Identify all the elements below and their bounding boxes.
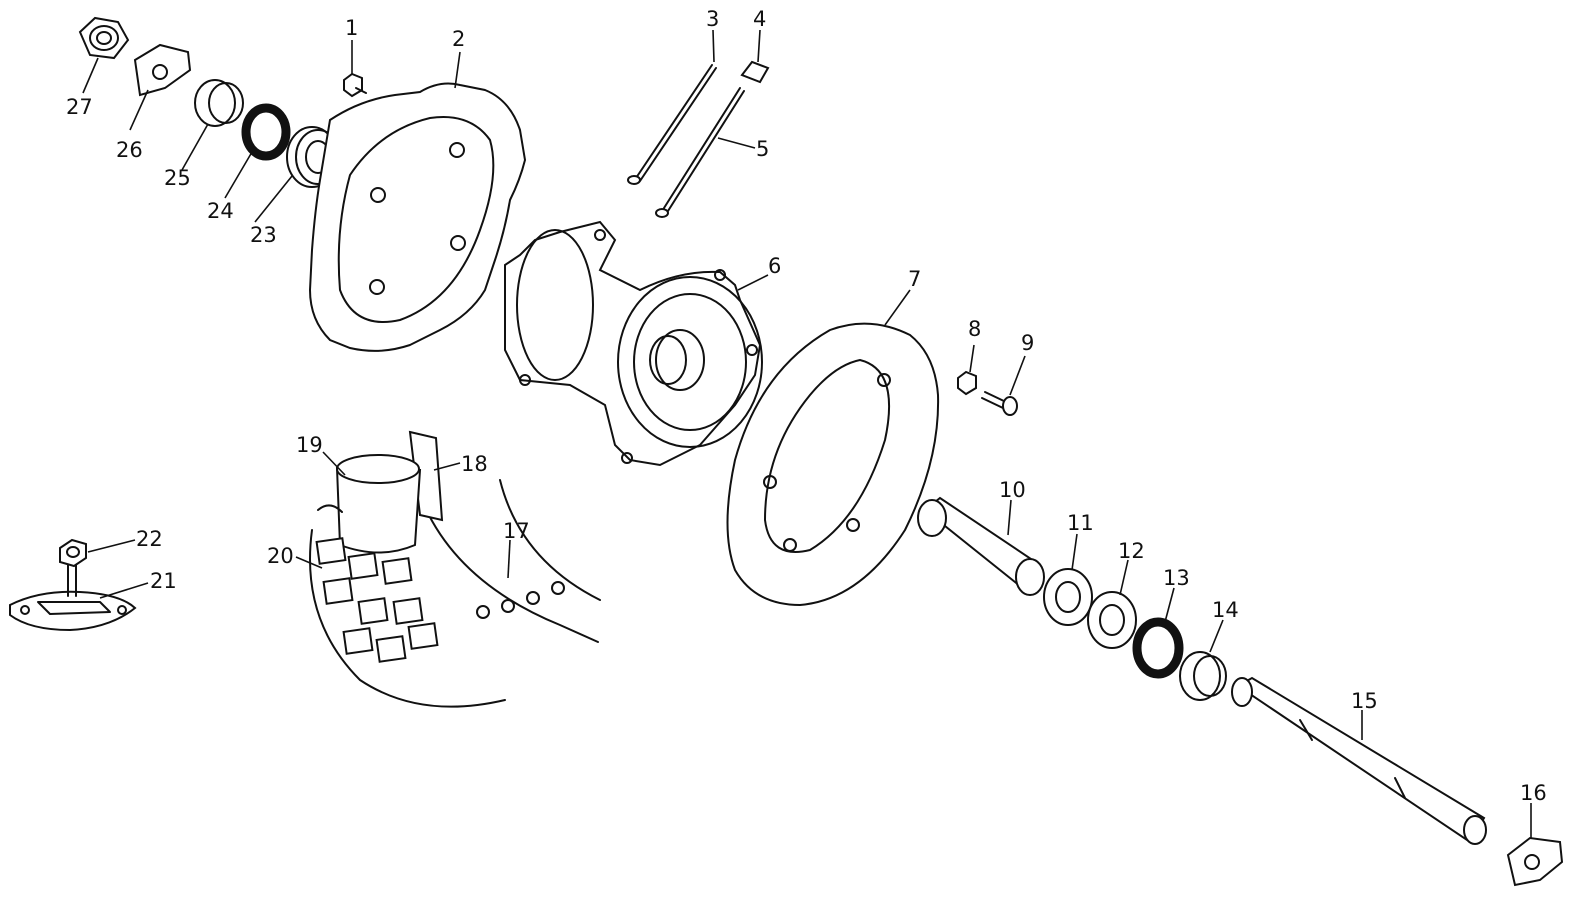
- callout-5: 5: [756, 137, 769, 161]
- callout-6: 6: [768, 254, 781, 278]
- callout-24: 24: [207, 199, 234, 223]
- callout-10: 10: [999, 478, 1026, 502]
- callout-14: 14: [1212, 598, 1239, 622]
- callout-27: 27: [66, 95, 93, 119]
- part-11-bearing: [1043, 568, 1093, 626]
- callout-26: 26: [116, 138, 143, 162]
- part-13-oil-seal: [1132, 617, 1184, 679]
- callout-15: 15: [1351, 689, 1378, 713]
- leader-lines: [82, 29, 1532, 838]
- part-1-bolt: [343, 72, 367, 98]
- part-10-spacer-tube: [917, 496, 1045, 596]
- part-14-spacer: [1179, 651, 1227, 701]
- callout-12: 12: [1118, 539, 1145, 563]
- callout-labels: 1 2 3 4 5 6 7 8 9 10 11 12 13 14 15 16 1…: [66, 7, 1547, 805]
- callout-23: 23: [250, 223, 277, 247]
- callout-21: 21: [150, 569, 177, 593]
- part-3-spoke: [627, 64, 717, 185]
- part-24-oil-seal: [241, 103, 291, 161]
- callout-9: 9: [1021, 331, 1034, 355]
- part-21-rim-lock: [9, 564, 137, 632]
- part-25-spacer: [194, 79, 244, 127]
- callout-25: 25: [164, 166, 191, 190]
- part-15-axle: [1231, 676, 1487, 845]
- part-26-chain-adjuster: [133, 43, 192, 97]
- part-16-chain-adjuster: [1506, 836, 1564, 887]
- callout-2: 2: [452, 27, 465, 51]
- part-9-bolt: [981, 391, 1018, 416]
- callout-7: 7: [908, 267, 921, 291]
- callout-18: 18: [461, 452, 488, 476]
- callout-19: 19: [296, 433, 323, 457]
- callout-8: 8: [968, 317, 981, 341]
- part-5-spoke: [655, 87, 745, 218]
- callout-4: 4: [753, 7, 766, 31]
- part-6-hub: [504, 220, 763, 467]
- part-4-spoke-nipple: [740, 60, 770, 84]
- part-22-nut: [59, 538, 87, 568]
- callout-17: 17: [503, 519, 530, 543]
- part-8-nut: [957, 370, 977, 396]
- part-27-axle-nut: [78, 16, 130, 60]
- callout-16: 16: [1520, 781, 1547, 805]
- part-12-bearing: [1087, 591, 1137, 649]
- callout-1: 1: [345, 16, 358, 40]
- callout-22: 22: [136, 527, 163, 551]
- part-2-brake-disc: [308, 82, 527, 352]
- part-19-inner-tube: [335, 454, 422, 554]
- part-7-sprocket: [726, 322, 940, 607]
- callout-13: 13: [1163, 566, 1190, 590]
- callout-11: 11: [1067, 511, 1094, 535]
- callout-3: 3: [706, 7, 719, 31]
- part-20-tyre: [309, 504, 506, 708]
- callout-20: 20: [267, 544, 294, 568]
